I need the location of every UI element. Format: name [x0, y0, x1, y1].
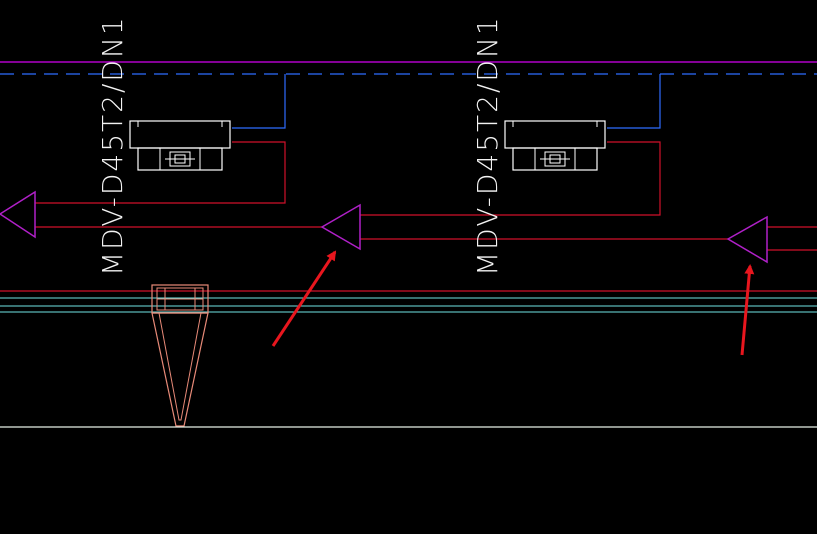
unit-label-2: MDV-D45T2/DN1	[471, 15, 504, 276]
blue-drop-2	[607, 74, 661, 129]
pipe-support-bracket[interactable]	[151, 284, 209, 427]
branch-symbol-2[interactable]	[320, 203, 361, 251]
annotation-arrow-1	[271, 250, 337, 347]
indoor-unit-1[interactable]	[129, 120, 231, 171]
branch-symbol-3[interactable]	[726, 215, 768, 264]
annotation-arrow-2	[740, 264, 755, 356]
indoor-unit-2[interactable]	[504, 120, 606, 171]
unit-label-1: MDV-D45T2/DN1	[96, 15, 129, 276]
branch-symbol-1[interactable]	[0, 190, 36, 239]
blue-drop-1	[232, 74, 286, 129]
red-pipe-unit-1	[35, 141, 286, 204]
red-pipe-unit-2	[360, 141, 661, 216]
